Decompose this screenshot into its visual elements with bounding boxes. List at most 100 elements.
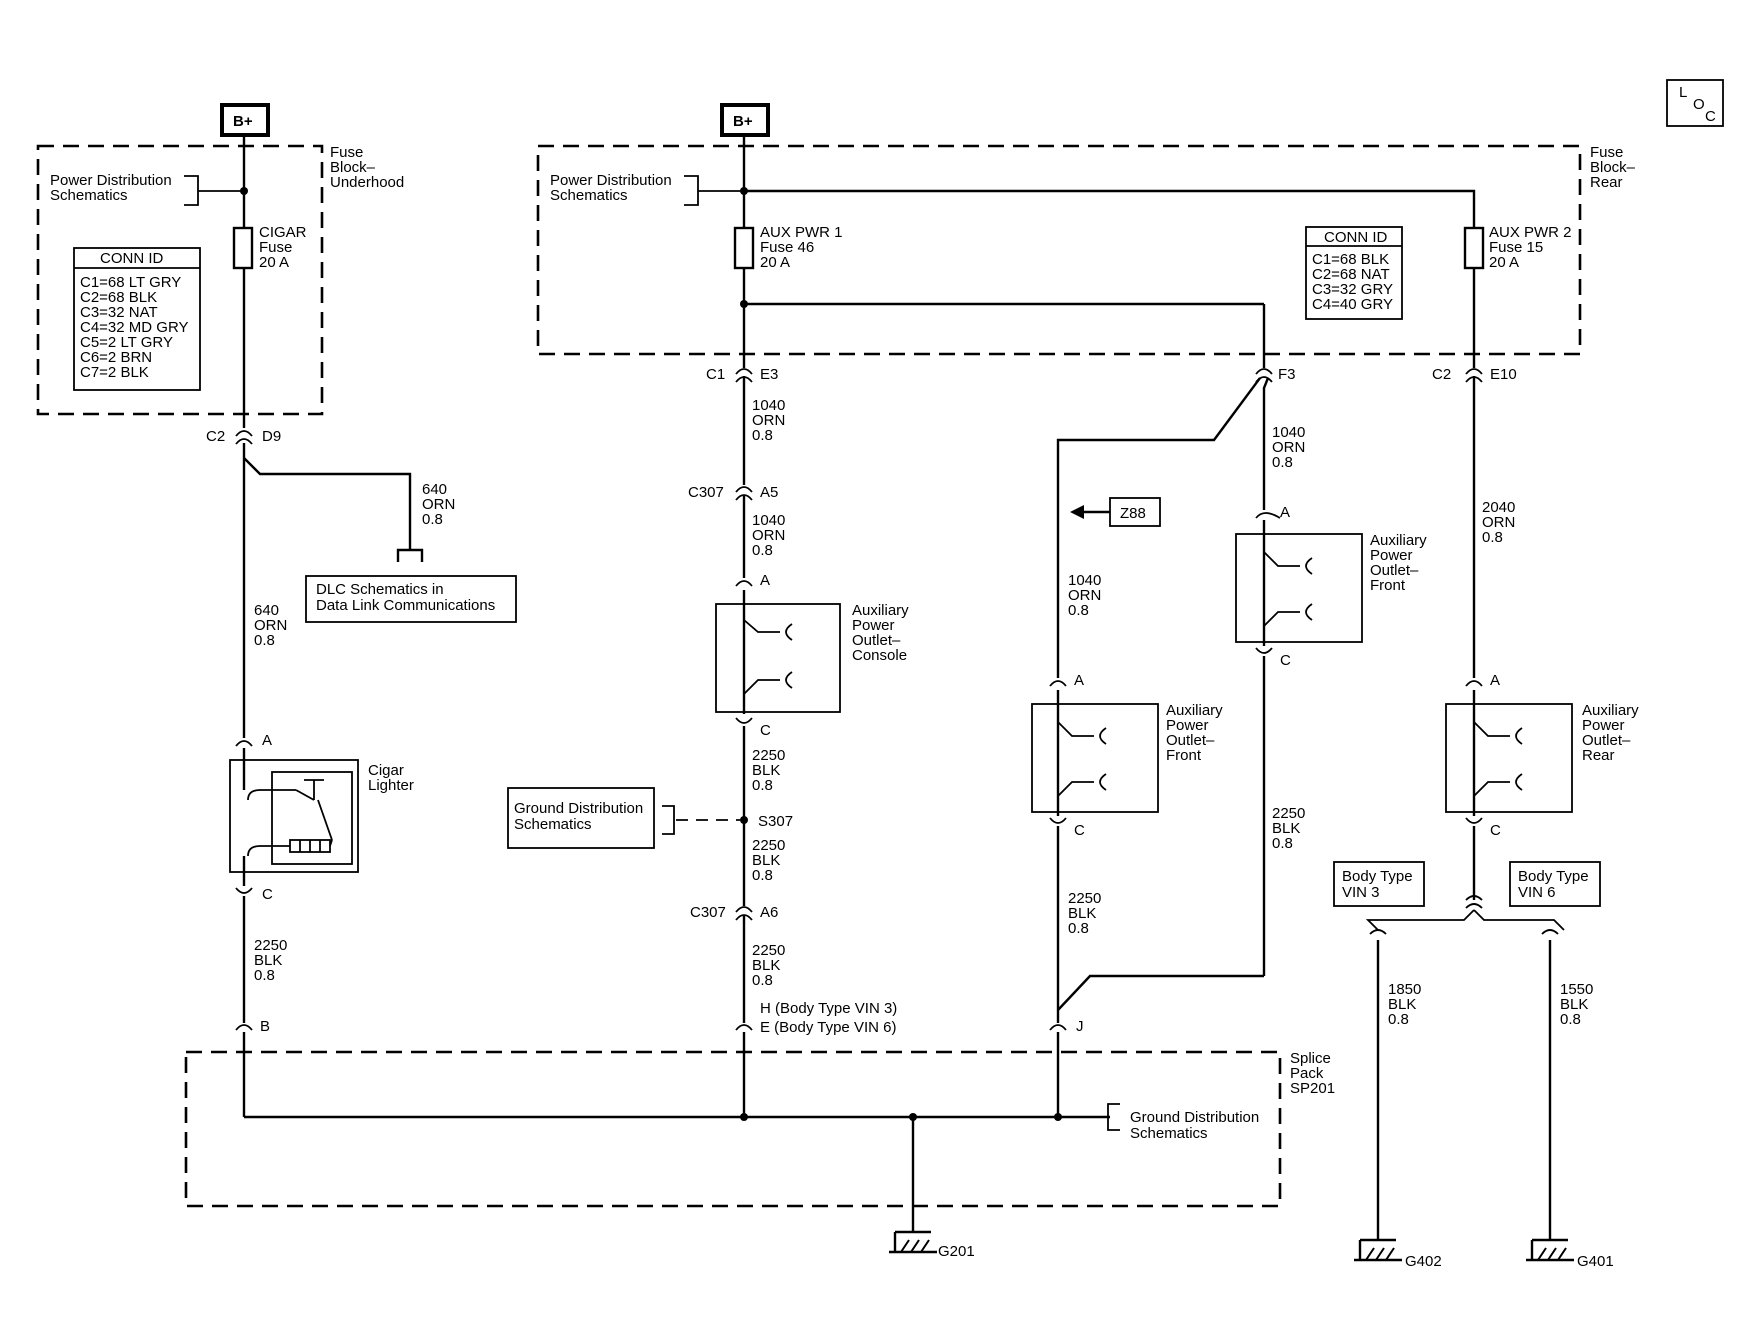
svg-text:C5=2 LT GRY: C5=2 LT GRY (80, 334, 173, 351)
svg-text:E10: E10 (1490, 366, 1517, 383)
svg-text:ORN: ORN (752, 527, 785, 544)
svg-text:C: C (1705, 108, 1716, 125)
rear-circuit (744, 189, 1476, 900)
battery-source-right: B+ (720, 103, 770, 137)
dlc-schematics-ref[interactable]: DLC Schematics in Data Link Communicatio… (305, 575, 517, 623)
svg-text:G402: G402 (1405, 1253, 1442, 1270)
svg-text:1040: 1040 (1068, 572, 1101, 589)
aux-power-outlet-front-right: Auxiliary Power Outlet– Front (1235, 520, 1427, 646)
svg-text:Front: Front (1370, 577, 1406, 594)
svg-text:VIN 6: VIN 6 (1518, 884, 1556, 901)
svg-text:0.8: 0.8 (1068, 920, 1089, 937)
svg-text:ORN: ORN (254, 617, 287, 634)
power-distribution-ref-left[interactable]: Power Distribution (50, 172, 172, 189)
svg-text:BLK: BLK (752, 852, 780, 869)
svg-text:A: A (1490, 672, 1500, 689)
conn-id-table-underhood: CONN ID C1=68 LT GRY C2=68 BLK C3=32 NAT… (73, 247, 201, 391)
svg-text:Body Type: Body Type (1518, 868, 1589, 885)
splice-dots (240, 187, 1062, 1121)
svg-text:BLK: BLK (1272, 820, 1300, 837)
cigar-lighter: Cigar Lighter (229, 748, 414, 886)
svg-text:L: L (1679, 84, 1687, 101)
svg-text:Rear: Rear (1582, 747, 1615, 764)
svg-text:Fuse: Fuse (330, 144, 363, 161)
svg-text:Front: Front (1166, 747, 1202, 764)
svg-text:BLK: BLK (752, 762, 780, 779)
svg-text:Block–: Block– (1590, 159, 1636, 176)
svg-text:0.8: 0.8 (1272, 835, 1293, 852)
svg-text:E3: E3 (760, 366, 778, 383)
svg-text:0.8: 0.8 (422, 511, 443, 528)
ground-distribution-ref-sp201[interactable]: Ground Distribution Schematics (1130, 1109, 1259, 1142)
svg-text:C2: C2 (1432, 366, 1451, 383)
svg-text:0.8: 0.8 (1560, 1011, 1581, 1028)
svg-text:B+: B+ (733, 113, 753, 130)
ground-distribution-ref-s307[interactable]: Ground Distribution Schematics (507, 787, 740, 849)
svg-text:O: O (1693, 96, 1705, 113)
svg-text:C: C (1490, 822, 1501, 839)
svg-text:Auxiliary: Auxiliary (1370, 532, 1427, 549)
svg-text:S307: S307 (758, 813, 793, 830)
svg-text:Auxiliary: Auxiliary (852, 602, 909, 619)
front-outlet-circuit (1056, 304, 1270, 1117)
svg-text:C: C (760, 722, 771, 739)
svg-text:A: A (1280, 504, 1290, 521)
power-distribution-ref-right[interactable]: Power Distribution (550, 172, 672, 189)
svg-text:20 A: 20 A (1489, 254, 1519, 271)
z88-ref[interactable]: Z88 (1070, 497, 1161, 527)
ground-g401-icon (1524, 1238, 1576, 1262)
fuse-block-rear: Fuse Block– Rear Power Distribution Sche… (536, 144, 1636, 356)
svg-text:Fuse: Fuse (259, 239, 292, 256)
svg-text:Fuse 46: Fuse 46 (760, 239, 814, 256)
cigar-circuit (242, 136, 424, 1117)
svg-text:ORN: ORN (752, 412, 785, 429)
svg-text:C1: C1 (706, 366, 725, 383)
svg-text:0.8: 0.8 (752, 867, 773, 884)
svg-text:C4=32 MD GRY: C4=32 MD GRY (80, 319, 189, 336)
svg-text:Data Link Communications: Data Link Communications (316, 597, 495, 614)
svg-text:VIN 3: VIN 3 (1342, 884, 1380, 901)
splice-pack-sp201: Splice Pack SP201 (184, 1050, 1335, 1208)
svg-text:1040: 1040 (752, 397, 785, 414)
svg-text:1040: 1040 (1272, 424, 1305, 441)
wire-labels: 640 ORN 0.8 640 ORN 0.8 1040 ORN 0.8 104… (254, 397, 1593, 1028)
svg-text:Outlet–: Outlet– (1370, 562, 1419, 579)
svg-text:1040: 1040 (752, 512, 785, 529)
svg-text:2250: 2250 (752, 747, 785, 764)
svg-text:AUX PWR 1: AUX PWR 1 (760, 224, 843, 241)
aux-power-outlet-console: Auxiliary Power Outlet– Console (715, 590, 909, 714)
svg-text:0.8: 0.8 (254, 967, 275, 984)
svg-text:BLK: BLK (1560, 996, 1588, 1013)
svg-text:640: 640 (422, 481, 447, 498)
svg-text:C307: C307 (688, 484, 724, 501)
svg-text:F3: F3 (1278, 366, 1296, 383)
svg-text:CIGAR: CIGAR (259, 224, 307, 241)
svg-text:Power: Power (1370, 547, 1413, 564)
svg-text:BLK: BLK (1388, 996, 1416, 1013)
svg-text:BLK: BLK (1068, 905, 1096, 922)
svg-text:A: A (760, 572, 770, 589)
svg-text:C307: C307 (690, 904, 726, 921)
svg-text:Auxiliary: Auxiliary (1582, 702, 1639, 719)
svg-text:2040: 2040 (1482, 499, 1515, 516)
svg-text:A: A (262, 732, 272, 749)
svg-text:BLK: BLK (752, 957, 780, 974)
svg-text:C: C (1280, 652, 1291, 669)
svg-text:Ground Distribution: Ground Distribution (514, 800, 643, 817)
connector-symbols (235, 368, 1483, 1031)
svg-text:C: C (262, 886, 273, 903)
svg-text:C2=68 BLK: C2=68 BLK (80, 289, 157, 306)
svg-text:Splice: Splice (1290, 1050, 1331, 1067)
svg-text:2250: 2250 (1068, 890, 1101, 907)
svg-text:Power: Power (852, 617, 895, 634)
svg-text:Fuse 15: Fuse 15 (1489, 239, 1543, 256)
svg-text:B: B (260, 1018, 270, 1035)
svg-text:A5: A5 (760, 484, 778, 501)
svg-text:20 A: 20 A (259, 254, 289, 271)
body-type-vin3: Body Type VIN 3 (1333, 861, 1425, 907)
svg-text:0.8: 0.8 (254, 632, 275, 649)
body-type-ground-branches: G402 G401 (1352, 895, 1614, 1270)
svg-text:0.8: 0.8 (752, 427, 773, 444)
svg-text:B+: B+ (233, 113, 253, 130)
